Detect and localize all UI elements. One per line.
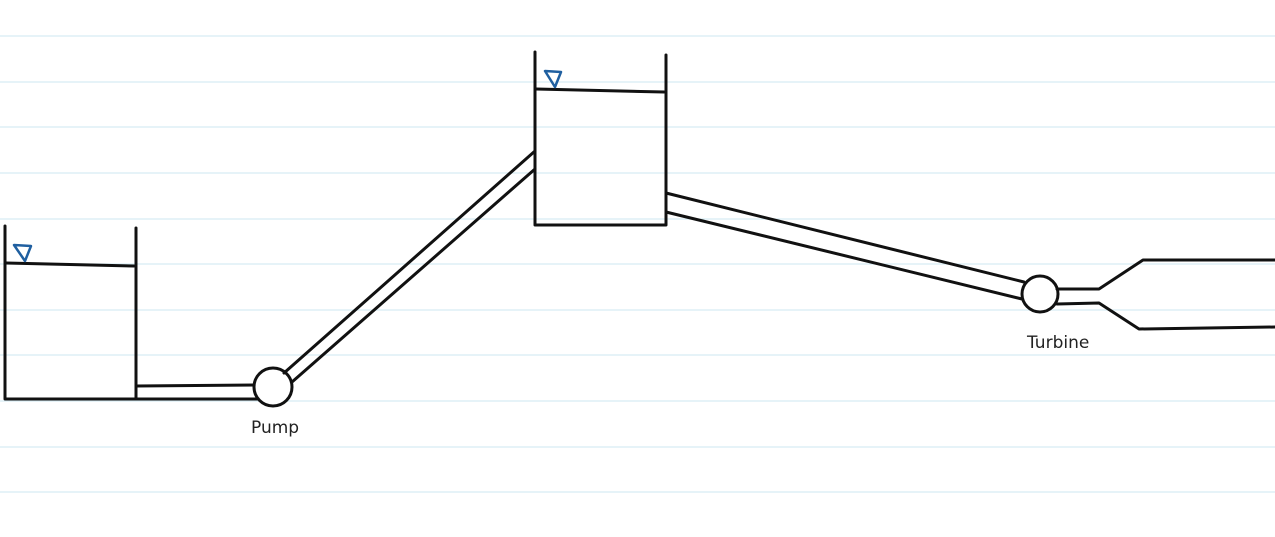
delivery-pipe: [282, 149, 537, 384]
upper-reservoir-water-surface: [534, 87, 666, 94]
turbine-icon: [1020, 274, 1060, 314]
pump-icon: [252, 366, 294, 408]
outlet-channel: [1055, 258, 1275, 331]
pump-label: Pump: [251, 418, 299, 438]
turbine-label: Turbine: [1026, 333, 1089, 353]
penstock-pipe: [664, 191, 1026, 301]
lower-reservoir-water-surface: [4, 261, 136, 268]
suction-pipe: [134, 383, 260, 401]
water-level-marker-icon: [543, 69, 563, 89]
lower-reservoir: [3, 224, 138, 401]
upper-reservoir: [533, 50, 668, 227]
water-level-marker-icon: [12, 243, 33, 263]
ruled-lines: [0, 35, 1275, 493]
